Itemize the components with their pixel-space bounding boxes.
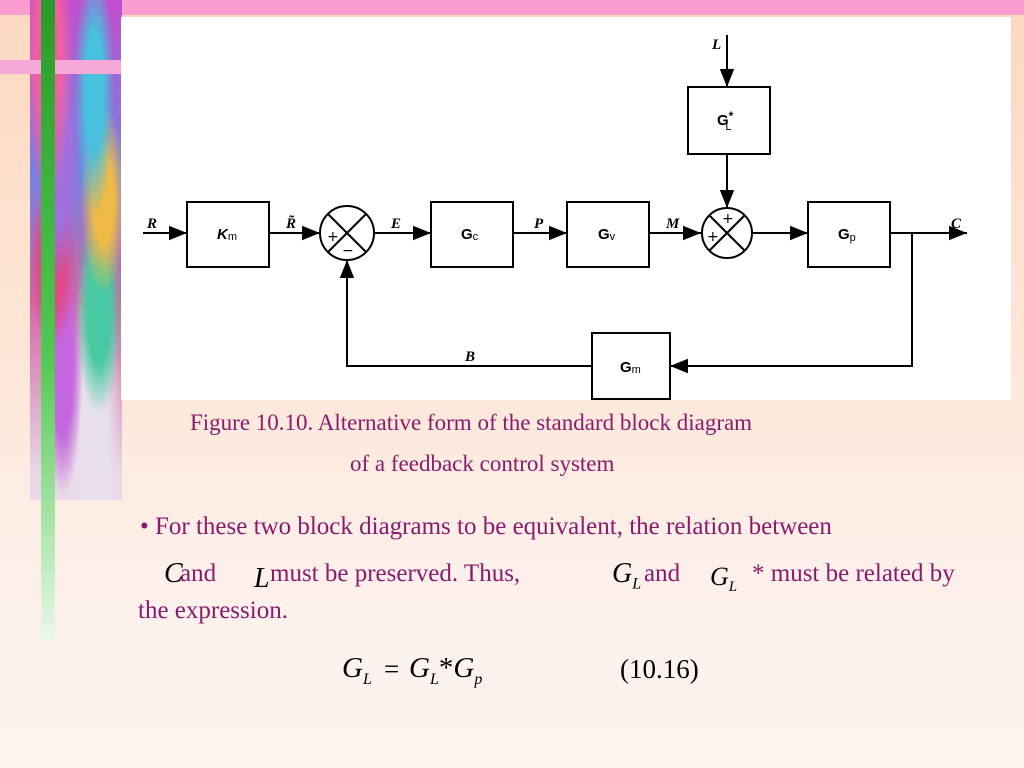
bullet-must-related: * must be related by [752, 560, 955, 587]
top-stripe [0, 0, 1024, 15]
label-C: C [951, 216, 962, 232]
label-R: R [146, 216, 157, 232]
block-Gp [807, 201, 891, 268]
label-E: E [390, 216, 401, 232]
bullet-and-2: and [644, 560, 681, 587]
symbol-GL-second: GL [710, 562, 738, 596]
block-Km-label: Km [217, 226, 237, 243]
label-B: B [464, 349, 475, 365]
arrow-B [339, 260, 592, 367]
block-Gv-label: Gv [598, 226, 616, 243]
block-Km [186, 201, 270, 268]
sum1-minus-sign: − [342, 243, 354, 259]
left-stripe [0, 60, 122, 74]
figure-caption-line1: Figure 10.10. Alternative form of the st… [190, 410, 753, 435]
block-Gc [430, 201, 514, 268]
label-P: P [534, 216, 544, 232]
sum2-top-plus-sign: + [722, 211, 734, 227]
figure-caption-line2: of a feedback control system [350, 451, 615, 476]
label-R-tilde: R̃ [285, 214, 296, 232]
sum1-plus-sign: + [327, 229, 339, 245]
block-Gm-label: Gm [620, 359, 641, 376]
block-Gc-label: Gc [461, 226, 479, 243]
green-bar [41, 0, 55, 640]
block-Gv [566, 201, 650, 268]
label-M: M [665, 216, 680, 232]
equation-number: (10.16) [620, 654, 699, 684]
arrow-to-Gm [670, 233, 913, 374]
block-GL-star [687, 86, 771, 155]
label-L: L [711, 37, 721, 53]
equation-equals: = [384, 654, 400, 684]
sum2-left-plus-sign: + [707, 229, 719, 245]
equation-lhs: GL [342, 652, 372, 688]
bullet-and-1: and [180, 560, 217, 587]
block-GL-star-label: G*L [717, 109, 734, 133]
block-diagram: R R̃ E P M C L B Km Gc Gv Gp Gm G*L + − … [121, 17, 1011, 400]
bullet-line3: the expression. [138, 597, 288, 624]
equation-rhs: GL*Gp [409, 652, 483, 688]
symbol-C: C [164, 558, 183, 589]
bullet-must-preserved: must be preserved. Thus, [270, 560, 521, 587]
bullet-line1: • For these two block diagrams to be equ… [140, 513, 832, 540]
symbol-GL-first: GL [612, 558, 642, 593]
block-Gp-label: Gp [838, 226, 856, 244]
symbol-L: L [254, 563, 270, 594]
